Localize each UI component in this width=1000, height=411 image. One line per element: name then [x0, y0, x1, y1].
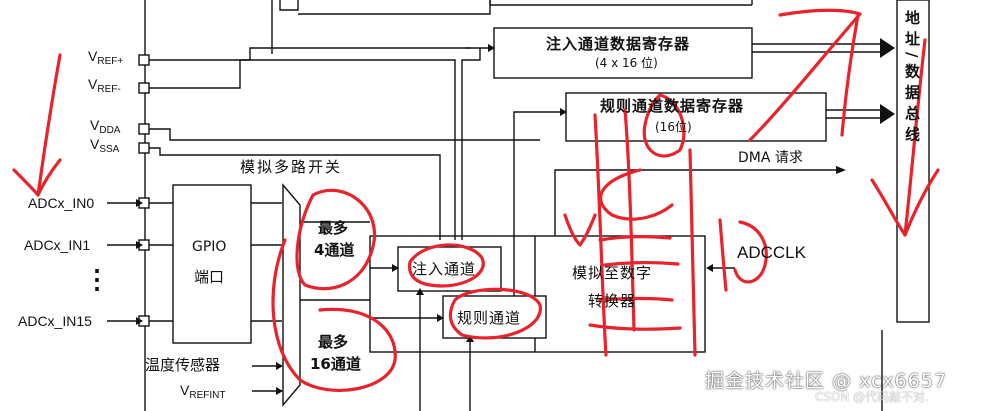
- dma-request-label: DMA 请求: [738, 150, 803, 166]
- pin-vdda: [138, 123, 150, 135]
- watermark-sub: CSDN @代码敲不对.: [815, 390, 929, 404]
- pin-vref-minus: [138, 82, 150, 94]
- adc-label-line1: 模拟至数字: [572, 264, 653, 282]
- mux-regular-line2: 16通道: [310, 355, 361, 373]
- pin-label-vssa: VSSA: [90, 136, 120, 155]
- injected-reg-subtitle: (4 x 16 位): [595, 56, 658, 70]
- mux-regular-line1: 最多: [318, 333, 349, 351]
- gpio-label-line2: 端口: [194, 268, 225, 286]
- pin-label-in-dots: ⋮: [84, 264, 110, 294]
- pin-label-in1: ADCx_IN1: [24, 237, 91, 253]
- pin-label-vref-minus: VREF-: [88, 76, 121, 95]
- pin-vref-plus: [138, 54, 150, 66]
- injected-reg-title: 注入通道数据寄存器: [546, 35, 691, 53]
- pin-vssa: [138, 142, 150, 154]
- injected-channel-label: 注入通道: [412, 260, 477, 278]
- injected-data-register: [493, 27, 753, 79]
- regular-channel-label: 规则通道: [457, 309, 522, 327]
- mux-injected-line2: 4通道: [314, 241, 355, 259]
- regular-channel-box: [442, 295, 547, 339]
- adcclk-label: ADCCLK: [737, 243, 806, 262]
- gpio-box: [172, 184, 252, 344]
- pin-label-vref-plus: VREF+: [88, 48, 124, 67]
- converter-enclosure: [369, 235, 706, 353]
- address-bus-column: [896, 0, 930, 323]
- gpio-label-line1: GPIO: [192, 239, 227, 255]
- regular-reg-title: 规则通道数据寄存器: [600, 97, 745, 115]
- address-bus-label: 地址/数据总线: [903, 10, 921, 148]
- analog-mux-label: 模拟多路开关: [240, 158, 343, 176]
- adc-label-line2: 转换器: [588, 292, 637, 310]
- regular-reg-subtitle: (16位): [655, 120, 692, 134]
- temp-sensor-label: 温度传感器: [145, 356, 221, 374]
- pin-label-vdda: VDDA: [90, 117, 121, 136]
- analog-mux-shape: [282, 183, 301, 407]
- vrefint-label: VREFINT: [180, 382, 226, 401]
- regular-data-register: [565, 92, 827, 142]
- pin-label-in0: ADCx_IN0: [28, 195, 95, 211]
- pin-label-in15: ADCx_IN15: [18, 313, 92, 329]
- hand-annotations: [12, 8, 940, 392]
- mux-injected-line1: 最多: [318, 219, 349, 237]
- watermark-main: 掘金技术社区 @ xcx6657: [705, 370, 948, 392]
